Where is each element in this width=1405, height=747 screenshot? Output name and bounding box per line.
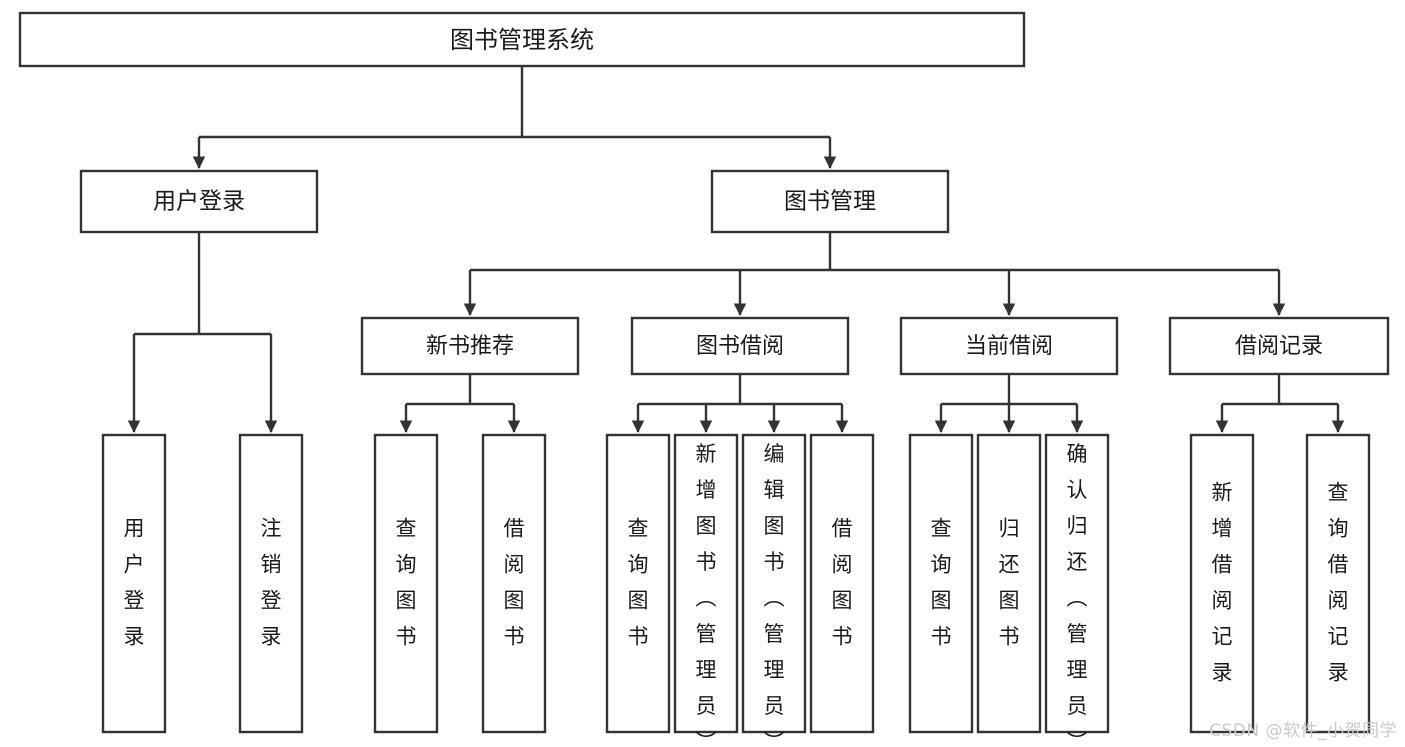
node-new-book-recommend[interactable]: 新书推荐 (360, 316, 580, 376)
leaf-label-edit-book: 编辑图书︵管理员︶ (764, 442, 785, 747)
leaf-label-query-book-3: 查询图书 (931, 517, 952, 649)
leaf-query-book-3[interactable]: 查询图书 (908, 433, 974, 734)
node-book-borrow[interactable]: 图书借阅 (630, 316, 850, 376)
leaf-label-user-login: 用户登录 (124, 517, 145, 649)
leaf-edit-book[interactable]: 编辑图书︵管理员︶ (741, 433, 807, 747)
leaf-logout-login[interactable]: 注销登录 (238, 433, 304, 734)
node-label-user-login: 用户登录 (153, 189, 245, 215)
leaf-borrow-book-2[interactable]: 借阅图书 (809, 433, 875, 734)
node-label-borrow-record: 借阅记录 (1235, 334, 1323, 359)
node-current-borrow[interactable]: 当前借阅 (899, 316, 1119, 376)
node-user-login[interactable]: 用户登录 (79, 169, 319, 234)
leaf-borrow-book-1[interactable]: 借阅图书 (481, 433, 547, 734)
leaf-add-record[interactable]: 新增借阅记录 (1189, 433, 1255, 734)
node-label-current-borrow: 当前借阅 (965, 334, 1053, 359)
node-label-new-book-recommend: 新书推荐 (426, 334, 514, 359)
node-label-level1: 图书管理系统 (450, 26, 594, 54)
leaf-label-query-book-2: 查询图书 (628, 517, 649, 649)
node-book-management-system[interactable]: 图书管理系统 (18, 11, 1026, 68)
leaf-label-add-record: 新增借阅记录 (1212, 481, 1233, 685)
leaf-label-add-book: 新增图书︵管理员︶ (696, 442, 717, 747)
leaf-query-book-1[interactable]: 查询图书 (373, 433, 439, 734)
node-label-book-borrow: 图书借阅 (696, 334, 784, 359)
leaf-label-confirm-return: 确认归还︵管理员︶ (1067, 442, 1088, 747)
leaf-query-record[interactable]: 查询借阅记录 (1305, 433, 1371, 734)
leaf-confirm-return[interactable]: 确认归还︵管理员︶ (1044, 433, 1110, 747)
node-book-manage[interactable]: 图书管理 (710, 169, 950, 234)
node-borrow-record[interactable]: 借阅记录 (1168, 316, 1390, 376)
leaf-label-logout-login: 注销登录 (261, 517, 282, 649)
leaf-return-book[interactable]: 归还图书 (976, 433, 1042, 734)
leaf-label-query-book-1: 查询图书 (396, 517, 417, 649)
leaf-label-borrow-book-2: 借阅图书 (832, 517, 853, 649)
leaf-label-borrow-book-1: 借阅图书 (504, 517, 525, 649)
leaf-query-book-2[interactable]: 查询图书 (605, 433, 671, 734)
node-label-book-manage: 图书管理 (784, 189, 876, 215)
leaf-label-return-book: 归还图书 (999, 517, 1020, 649)
leaf-add-book[interactable]: 新增图书︵管理员︶ (673, 433, 739, 747)
leaf-user-login[interactable]: 用户登录 (101, 433, 167, 734)
leaf-label-query-record: 查询借阅记录 (1328, 481, 1349, 685)
